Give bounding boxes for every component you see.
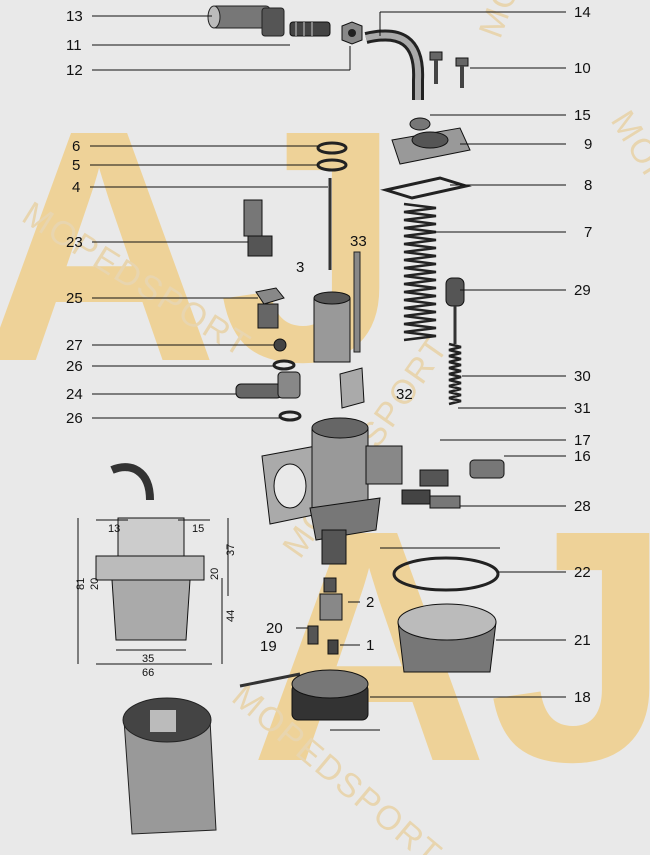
callout-10: 10: [574, 60, 591, 77]
callout-21: 21: [574, 632, 591, 649]
part-cover-screws: [429, 51, 469, 88]
callout-31: 31: [574, 400, 591, 417]
callout-1: 1: [366, 637, 374, 654]
dim-right-inner: 20: [209, 568, 221, 580]
dim-right-lower: 44: [225, 610, 237, 622]
callout-2: 2: [366, 594, 374, 611]
dimension-labels: 13 15 37 20 81 20 44 35 66: [75, 523, 237, 679]
callout-16: 16: [574, 448, 591, 465]
part-float-pin: [239, 672, 301, 688]
callout-15: 15: [574, 107, 591, 124]
dimension-drawing: [77, 463, 229, 665]
callout-9: 9: [584, 136, 592, 153]
dim-top-right: 15: [192, 523, 204, 535]
part-cover-gasket: [380, 176, 472, 200]
callout-4: 4: [72, 179, 80, 196]
callout-8: 8: [584, 177, 592, 194]
part-idle-jet: [307, 625, 319, 645]
part-banjo-fitting: [243, 199, 273, 257]
leader-lines: [90, 11, 566, 731]
part-choke-plunger: [445, 277, 465, 344]
part-top-cover: [391, 117, 471, 165]
part-fuel-inlet: [235, 371, 301, 399]
callout-24: 24: [66, 386, 83, 403]
callout-17: 17: [574, 432, 591, 449]
part-bowl-gasket: [392, 556, 500, 592]
part-throttle-slide: [313, 291, 351, 363]
part-float-bowl: [397, 603, 497, 673]
callout-12: 12: [66, 62, 83, 79]
callout-13: 13: [66, 8, 83, 25]
callout-26a: 26: [66, 358, 83, 375]
part-clip: [339, 367, 365, 409]
callout-33: 33: [350, 233, 367, 250]
callout-18: 18: [574, 689, 591, 706]
part-mixture-screw: [401, 489, 461, 509]
callout-3: 3: [296, 259, 304, 276]
callout-14: 14: [574, 4, 591, 21]
callout-26b: 26: [66, 410, 83, 427]
dim-bottom-outer: 66: [142, 667, 154, 679]
part-float: [291, 669, 369, 721]
part-spring: [403, 202, 437, 342]
callout-19: 19: [260, 638, 277, 655]
callout-32: 32: [396, 386, 413, 403]
callout-20: 20: [266, 620, 283, 637]
part-cable-tube-highlight: [365, 32, 422, 100]
part-small-nut: [273, 338, 287, 352]
callout-23: 23: [66, 234, 83, 251]
callout-5: 5: [72, 157, 80, 174]
part-main-jet: [327, 639, 339, 655]
dim-bottom-inner: 35: [142, 653, 154, 665]
callout-22: 22: [574, 564, 591, 581]
callout-7: 7: [584, 224, 592, 241]
watermark-text-2: MOPEDSPORT: [603, 104, 650, 346]
callout-29: 29: [574, 282, 591, 299]
callout-30: 30: [574, 368, 591, 385]
part-cable-adjuster: [207, 5, 285, 37]
part-washer-6: [316, 141, 348, 155]
part-nut: [341, 21, 363, 45]
part-carburetor-body: [261, 417, 403, 565]
callout-27: 27: [66, 337, 83, 354]
part-emulsion-tube: [319, 577, 343, 621]
part-choke-spring: [448, 342, 462, 406]
callout-28: 28: [574, 498, 591, 515]
dim-left-outer: 81: [75, 578, 87, 590]
part-washer-26a: [272, 359, 296, 371]
part-idle-screw: [419, 459, 505, 487]
parts: [77, 5, 505, 835]
photo-slide: [122, 697, 217, 835]
part-washer-26b: [278, 410, 302, 422]
callout-25: 25: [66, 290, 83, 307]
callout-labels: 13 11 12 14 10 15 9 6 5 4 8 7 23 33 3 29…: [66, 4, 592, 706]
part-banjo-bolt: [255, 287, 285, 329]
callout-6: 6: [72, 138, 80, 155]
dim-top-left: 13: [108, 523, 120, 535]
callout-11: 11: [66, 37, 82, 54]
part-pin: [353, 251, 361, 353]
dim-left-inner: 20: [89, 578, 101, 590]
watermark-letters-1: AJ: [0, 61, 402, 430]
dim-right-outer: 37: [225, 544, 237, 556]
part-adjuster-screw: [289, 21, 331, 37]
